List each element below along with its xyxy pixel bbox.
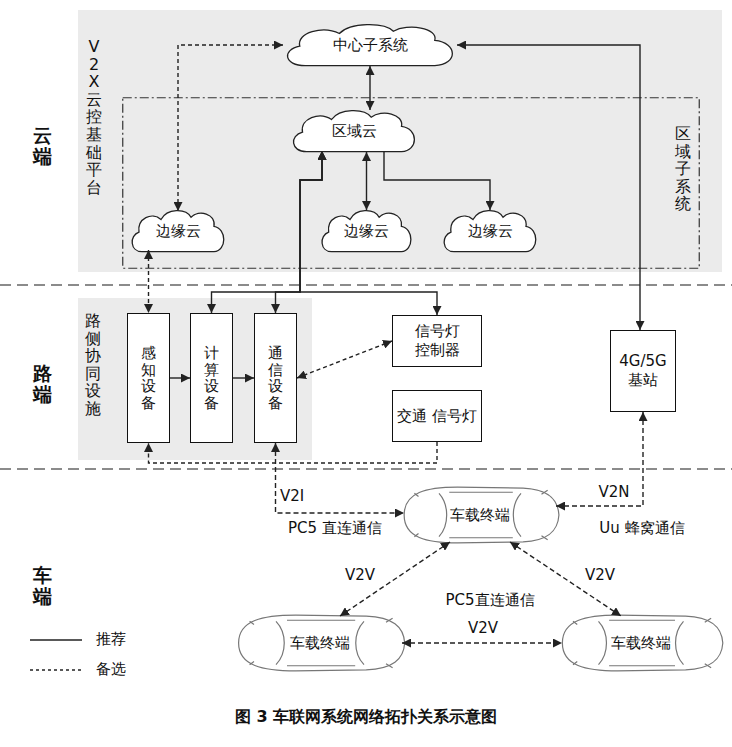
- cloud-node: 边缘云: [440, 208, 540, 254]
- link-note: PC5直连通信: [443, 591, 536, 610]
- connector: [556, 412, 643, 506]
- edge-label: V2I: [278, 487, 306, 505]
- connector: [212, 151, 323, 313]
- connector: [300, 151, 437, 315]
- connector: [148, 250, 149, 313]
- node-label: 信号灯 控制器: [397, 322, 477, 360]
- zone-divider: [0, 284, 732, 285]
- region-frame: 区域云边缘云 边缘云 边缘云 区域子系统: [122, 97, 700, 269]
- node-label: 边缘云: [344, 222, 389, 241]
- vehicle-terminal: 车载终端: [398, 484, 562, 546]
- cloud-node: 中心子系统: [280, 22, 460, 68]
- vehicle-terminal: 车载终端: [232, 612, 408, 674]
- cloud-shape: [294, 111, 415, 152]
- node-label: 车载终端: [450, 506, 510, 525]
- connector: [170, 377, 190, 378]
- car-illustration: [404, 487, 559, 543]
- cloud-node: 边缘云: [318, 208, 415, 254]
- edge-label: V2V: [466, 619, 500, 637]
- node-label: 车载终端: [611, 634, 671, 653]
- cloud-shape: [322, 211, 411, 252]
- connector: [276, 443, 405, 513]
- cloud-shape: [132, 211, 224, 252]
- node-label: 中心子系统: [333, 36, 408, 55]
- node-label: V2X云控基础平台: [86, 38, 102, 196]
- link-note: PC5 直连通信: [286, 519, 384, 538]
- cloud-node: 区域云: [288, 108, 420, 154]
- node-label: 车载终端: [290, 634, 350, 653]
- node-label: 4G/5G 基站: [615, 352, 671, 390]
- controller-box: 信号灯 控制器: [392, 315, 482, 367]
- node-label: 计算设备: [204, 345, 219, 411]
- device-box: 通信设备: [254, 313, 297, 443]
- node-label: 路侧协同设施: [85, 312, 101, 418]
- connector: [402, 642, 562, 643]
- edge-label: V2V: [583, 566, 617, 584]
- connector: [457, 45, 640, 330]
- roadside-panel: 感知设备 计算设备 通信设备 路侧协同设施: [78, 298, 312, 460]
- zone-name: 路端: [33, 363, 52, 405]
- connector: [297, 341, 392, 378]
- zone-divider: [0, 468, 732, 469]
- zone-name: 车端: [33, 565, 52, 607]
- edge-label: V2N: [596, 483, 631, 501]
- node-label: 区域子系统: [675, 125, 691, 213]
- car-illustration: [239, 615, 405, 671]
- cloud-node: 边缘云: [128, 208, 228, 254]
- node-label: 边缘云: [468, 222, 513, 241]
- connector: [178, 45, 283, 211]
- link-note: Uu 蜂窝通信: [597, 519, 686, 538]
- legend-sample: [30, 669, 82, 670]
- node-label: 交通 信号灯: [397, 407, 477, 426]
- cloud-shape: [444, 211, 536, 252]
- cloud-shape: [288, 25, 453, 66]
- connector: [149, 442, 438, 463]
- legend-sample: [30, 639, 82, 640]
- connector: [366, 152, 367, 210]
- vehicle-terminal: 车载终端: [556, 612, 726, 674]
- node-label: 边缘云: [156, 222, 201, 241]
- signal-box: 交通 信号灯: [392, 390, 482, 442]
- device-box: 计算设备: [190, 313, 233, 443]
- connector: [384, 151, 490, 210]
- connector: [340, 542, 450, 616]
- connector: [276, 151, 323, 313]
- connector: [233, 377, 254, 378]
- device-box: 感知设备: [127, 313, 170, 443]
- frame-border: [123, 98, 700, 269]
- node-label: 区域云: [332, 122, 377, 141]
- node-label: 感知设备: [141, 345, 156, 411]
- legend-text: 推荐: [96, 630, 126, 649]
- node-label: 通信设备: [268, 345, 283, 411]
- edge-label: V2V: [343, 566, 377, 584]
- platform-panel: 中心子系统区域云边缘云 边缘云 边缘云 区域子系统 V2X云控基础平台: [78, 10, 722, 272]
- base-station-box: 4G/5G 基站: [610, 330, 676, 412]
- figure-caption: 图 3 车联网系统网络拓扑关系示意图: [0, 707, 732, 728]
- zone-name: 云端: [33, 125, 52, 167]
- connector: [369, 66, 370, 110]
- legend-text: 备选: [96, 660, 126, 679]
- car-illustration: [562, 615, 722, 671]
